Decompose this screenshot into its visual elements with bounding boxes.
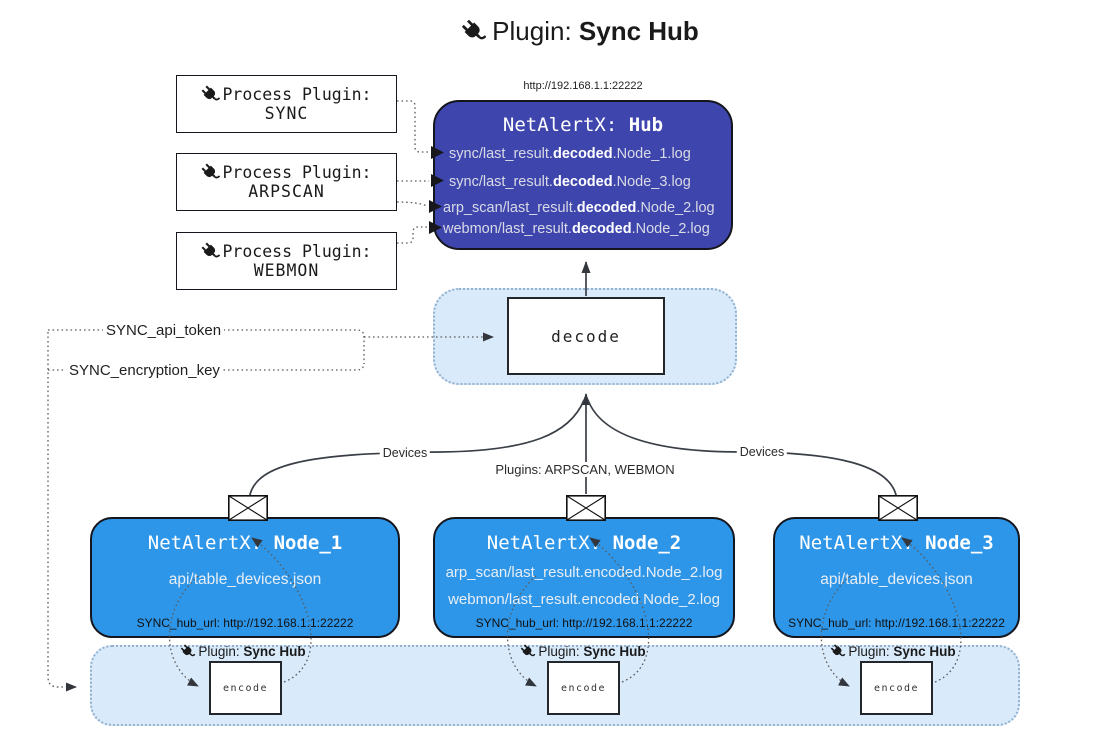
node-hub-url: SYNC_hub_url: http://192.168.1.1:22222: [788, 616, 1005, 630]
hub-title: NetAlertX: Hub: [502, 114, 664, 136]
strip-plugin-label: Plugin: Sync Hub: [520, 644, 646, 659]
node-3-box: NetAlertX: Node_3 api/table_devices.json…: [773, 517, 1020, 638]
page-title-prefix: Plugin:: [492, 16, 579, 46]
link-config-to-strip: [47, 332, 77, 692]
sync-encryption-key-label: SYNC_encryption_key: [66, 362, 223, 379]
node-2-box: NetAlertX: Node_2 arp_scan/last_result.e…: [433, 517, 735, 638]
node-file: api/table_devices.json: [168, 571, 322, 588]
plugin-name: WEBMON: [253, 261, 320, 280]
process-plugin-arpscan: Process Plugin: ARPSCAN: [176, 153, 397, 211]
devices-label-right: Devices: [736, 445, 788, 459]
link-arpscan-to-hub-2: [396, 201, 428, 207]
node-file: arp_scan/last_result.encoded.Node_2.log: [445, 564, 723, 581]
plug-icon: [830, 644, 845, 659]
strip-plugin-label: Plugin: Sync Hub: [180, 644, 306, 659]
link-webmon-to-hub: [397, 226, 427, 244]
envelope-icon: [566, 495, 606, 521]
page-title: Plugin: Sync Hub: [461, 16, 699, 47]
hub-log-line: sync/last_result.decoded.Node_3.log: [449, 174, 691, 190]
process-plugin-webmon: Process Plugin: WEBMON: [176, 232, 397, 290]
process-plugin-sync: Process Plugin: SYNC: [176, 75, 397, 133]
envelope-icon: [228, 495, 268, 521]
page-title-bold: Sync Hub: [578, 16, 699, 46]
node-1-box: NetAlertX: Node_1 api/table_devices.json…: [90, 517, 400, 638]
node-file: webmon/last_result.encoded.Node_2.log: [448, 591, 720, 608]
link-sync-to-hub: [397, 100, 429, 153]
plugins-center-label: Plugins: ARPSCAN, WEBMON: [492, 462, 678, 477]
encode-box: encode: [860, 661, 933, 715]
encode-box: encode: [547, 661, 620, 715]
hub-log-line: webmon/last_result.decoded.Node_2.log: [443, 221, 710, 237]
sync-api-token-label: SYNC_api_token: [103, 322, 225, 339]
node-hub-url: SYNC_hub_url: http://192.168.1.1:22222: [136, 616, 354, 630]
decode-box: decode: [507, 297, 665, 375]
hub-box: NetAlertX: Hub sync/last_result.decoded.…: [433, 100, 733, 250]
plug-icon: [201, 242, 220, 261]
node-title: NetAlertX: Node_3: [799, 532, 994, 554]
envelope-icon: [878, 495, 918, 521]
strip-plugin-label: Plugin: Sync Hub: [830, 644, 956, 659]
plug-icon: [201, 85, 220, 104]
plug-icon: [461, 19, 486, 44]
node-title: NetAlertX: Node_1: [147, 532, 343, 554]
plugin-name: SYNC: [264, 104, 309, 123]
devices-label-left: Devices: [379, 446, 431, 460]
plug-icon: [180, 644, 195, 659]
plug-icon: [520, 644, 535, 659]
plugin-name: ARPSCAN: [248, 182, 325, 201]
plug-icon: [201, 163, 220, 182]
hub-log-line: sync/last_result.decoded.Node_1.log: [449, 146, 691, 162]
encode-box: encode: [209, 661, 282, 715]
node-title: NetAlertX: Node_2: [486, 532, 682, 554]
node-hub-url: SYNC_hub_url: http://192.168.1.1:22222: [475, 616, 693, 630]
hub-log-line: arp_scan/last_result.decoded.Node_2.log: [443, 200, 715, 216]
node-file: api/table_devices.json: [820, 571, 973, 588]
hub-url-label: http://192.168.1.1:22222: [523, 80, 643, 92]
